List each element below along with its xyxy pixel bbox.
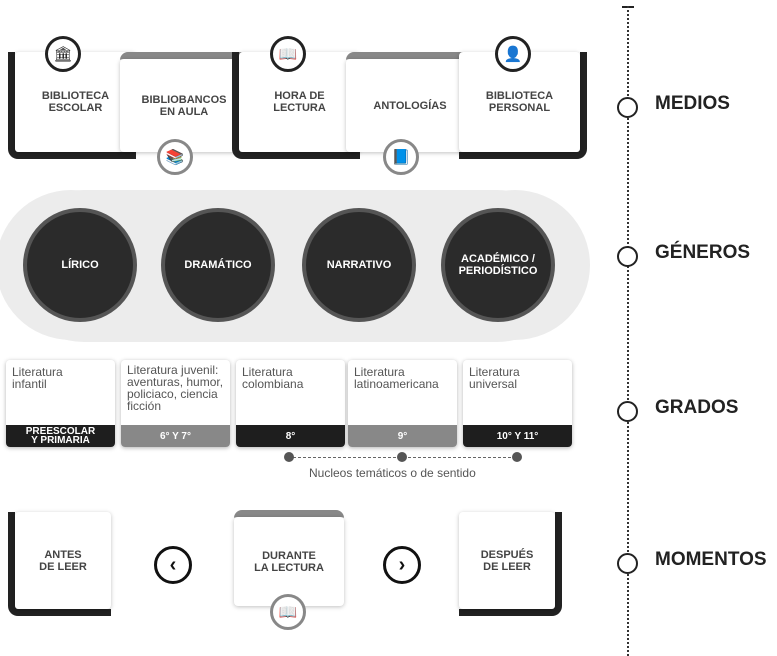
- genero-narrativo[interactable]: NARRATIVO: [302, 208, 416, 322]
- medio-label: BIBLIOBANCOS EN AULA: [141, 93, 227, 118]
- nucleos-label: Nucleos temáticos o de sentido: [309, 466, 476, 480]
- momento-label: DURANTE LA LECTURA: [254, 549, 324, 574]
- grado-card-juvenil[interactable]: Literatura juvenil: aventuras, humor, po…: [121, 360, 230, 447]
- genero-dramatico[interactable]: DRAMÁTICO: [161, 208, 275, 322]
- grado-card-infantil[interactable]: Literatura infantil PREESCOLAR Y PRIMARI…: [6, 360, 115, 447]
- timeline-node-generos: [617, 246, 638, 267]
- nucleo-dot: [512, 452, 522, 462]
- medio-card-bibliobancos[interactable]: BIBLIOBANCOS EN AULA: [120, 52, 248, 152]
- medio-label: BIBLIOTECA ESCOLAR: [41, 90, 110, 114]
- momento-label: DESPUÉS DE LEER: [480, 548, 534, 573]
- reading-book-icon: 📖: [270, 594, 306, 630]
- grado-badge: 10° Y 11°: [463, 425, 572, 447]
- section-label-generos: GÉNEROS: [655, 242, 751, 263]
- grado-text: Literatura infantil: [12, 365, 63, 391]
- grado-badge: PREESCOLAR Y PRIMARIA: [6, 425, 115, 447]
- medio-label: HORA DE LECTURA: [273, 90, 326, 114]
- grado-text: Literatura universal: [469, 365, 520, 391]
- momento-antes[interactable]: ANTES DE LEER: [8, 512, 111, 616]
- personal-reader-icon: 👤: [495, 36, 531, 72]
- nucleo-dot: [284, 452, 294, 462]
- reading-person-icon: 📖: [270, 36, 306, 72]
- momento-label: ANTES DE LEER: [39, 548, 87, 573]
- grado-card-latinoamericana[interactable]: Literatura latinoamericana 9°: [348, 360, 457, 447]
- next-arrow-button[interactable]: ›: [383, 546, 421, 584]
- chevron-left-icon: ‹: [169, 553, 177, 576]
- grado-badge: 8°: [236, 425, 345, 447]
- genero-lirico[interactable]: LÍRICO: [23, 208, 137, 322]
- section-label-medios: MEDIOS: [655, 93, 730, 114]
- library-building-icon: 🏛: [45, 36, 81, 72]
- chevron-right-icon: ›: [398, 553, 406, 576]
- grado-text: Literatura juvenil: aventuras, humor, po…: [127, 363, 224, 413]
- genero-academico-periodistico[interactable]: ACADÉMICO / PERIODÍSTICO: [441, 208, 555, 322]
- timeline-node-medios: [617, 97, 638, 118]
- grado-badge: 6° Y 7°: [121, 425, 230, 447]
- medio-card-antologias[interactable]: ANTOLOGÍAS: [346, 52, 474, 152]
- timeline-node-momentos: [617, 553, 638, 574]
- anthology-books-icon: 📘: [383, 139, 419, 175]
- momento-despues[interactable]: DESPUÉS DE LEER: [459, 512, 562, 616]
- previous-arrow-button[interactable]: ‹: [154, 546, 192, 584]
- momento-durante[interactable]: DURANTE LA LECTURA: [234, 510, 344, 606]
- medio-card-biblioteca-escolar[interactable]: BIBLIOTECA ESCOLAR: [8, 52, 136, 159]
- section-label-momentos: MOMENTOS: [655, 549, 767, 570]
- grado-card-universal[interactable]: Literatura universal 10° Y 11°: [463, 360, 572, 447]
- section-label-grados: GRADOS: [655, 397, 739, 418]
- grado-card-colombiana[interactable]: Literatura colombiana 8°: [236, 360, 345, 447]
- timeline-node-grados: [617, 401, 638, 422]
- nucleo-dot: [397, 452, 407, 462]
- medio-label: BIBLIOTECA PERSONAL: [485, 90, 554, 114]
- grado-text: Literatura latinoamericana: [354, 365, 439, 391]
- book-bank-icon: 📚: [157, 139, 193, 175]
- medio-card-hora-de-lectura[interactable]: HORA DE LECTURA: [232, 52, 360, 159]
- timeline-line: [627, 6, 629, 656]
- grado-badge: 9°: [348, 425, 457, 447]
- medio-label: ANTOLOGÍAS: [373, 99, 447, 112]
- grado-text: Literatura colombiana: [242, 365, 304, 391]
